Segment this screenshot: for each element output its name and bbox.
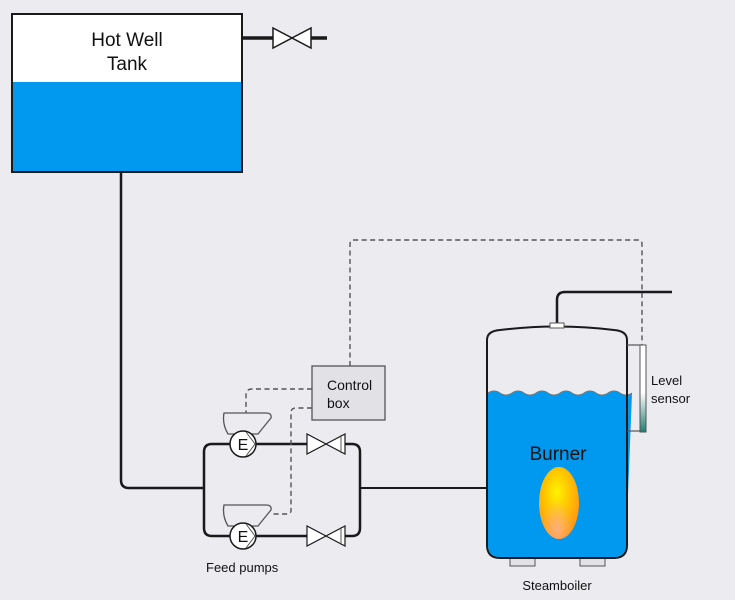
pump-symbol: E	[238, 437, 249, 454]
water-surface	[487, 390, 633, 396]
tank-label-line2: Tank	[107, 54, 148, 75]
motor-housing	[222, 412, 272, 435]
feed-piping	[119, 172, 672, 538]
tank-outlet-pipe	[119, 172, 204, 490]
tank-water	[12, 82, 242, 172]
tank-label-line1: Hot Well	[91, 30, 162, 51]
feed-pump-upper[interactable]: E	[222, 412, 272, 458]
sensor-signal-line	[349, 239, 643, 366]
level-sensor: Level sensor	[627, 344, 691, 433]
pump-loop-right	[345, 442, 362, 538]
tank-outline	[11, 13, 243, 173]
boiler-outline	[486, 325, 628, 559]
level-sensor-tube	[639, 344, 647, 433]
steam-outlet-pipe	[555, 290, 672, 325]
lower-pump-signal-line	[272, 407, 312, 515]
hot-well-tank: Hot Well Tank	[11, 13, 243, 173]
steam-nozzle	[549, 322, 565, 329]
tank-vent-line	[242, 26, 327, 50]
feed-valve-upper[interactable]	[306, 433, 346, 455]
steam-boiler: Burner	[486, 322, 633, 567]
control-box[interactable]: Control box	[311, 365, 386, 421]
feed-pumps-label: Feed pumps	[206, 560, 279, 575]
steam-boiler-label: Steamboiler	[522, 578, 592, 593]
upper-pump-signal-line	[245, 388, 312, 413]
level-sensor-label-line2: sensor	[651, 391, 691, 406]
pump-loop-left	[202, 442, 230, 538]
level-sensor-label-line1: Level	[651, 373, 682, 388]
feed-valve-lower[interactable]	[306, 525, 346, 547]
pump-icon	[229, 522, 257, 550]
feed-pump-lower[interactable]: E	[222, 504, 272, 550]
motor-housing	[222, 504, 272, 527]
control-box-label-line2: box	[327, 395, 350, 411]
burner-label: Burner	[529, 444, 587, 465]
control-box-label-line1: Control	[327, 377, 372, 393]
control-signal-lines	[245, 239, 643, 515]
tank-vent-valve[interactable]	[272, 26, 312, 50]
pump-symbol: E	[238, 529, 249, 546]
pump-icon	[229, 430, 257, 458]
